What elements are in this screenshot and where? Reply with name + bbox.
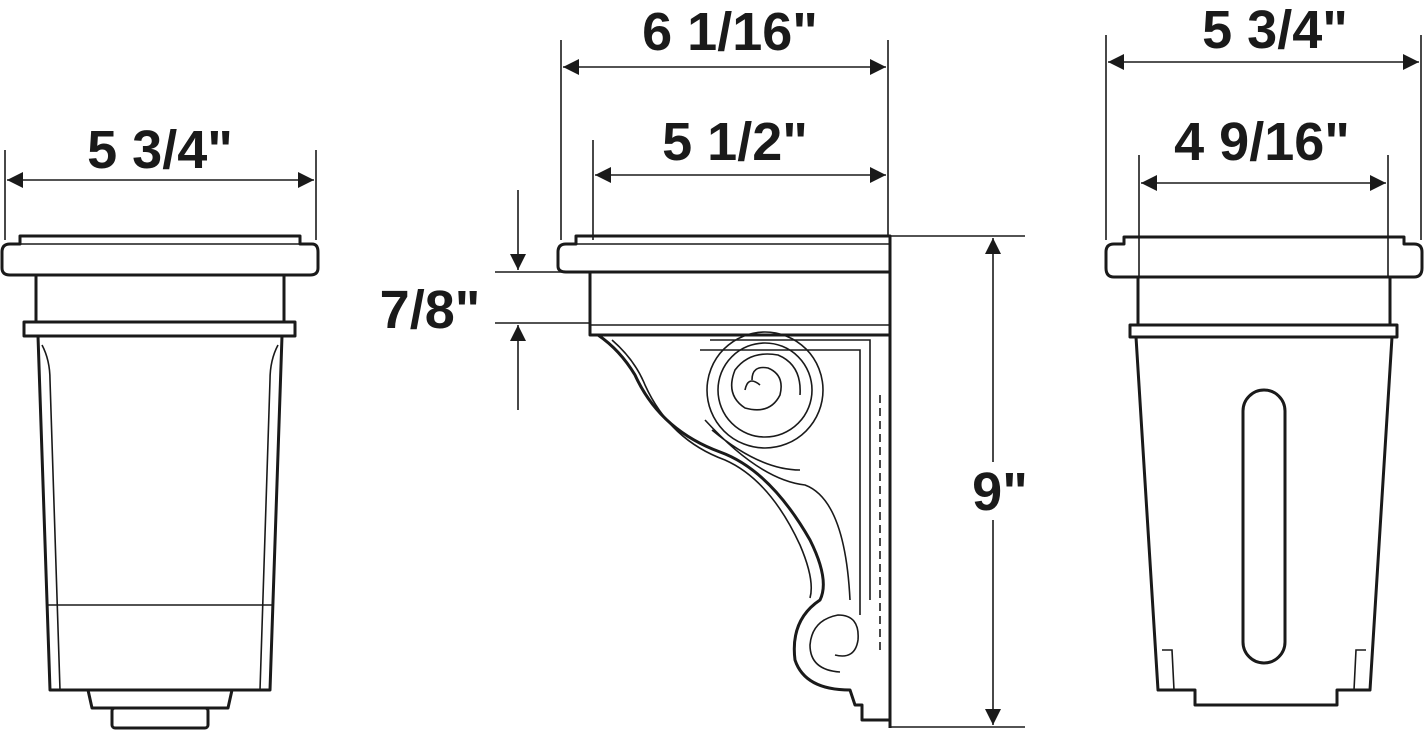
side-top-depth-dimension: 5 1/2" [592, 112, 886, 240]
side-view: 6 1/16" 5 1/2" 7/8" 9" [380, 2, 1028, 728]
side-height-dimension: 9" [880, 235, 1028, 728]
back-width-label: 5 3/4" [1202, 0, 1348, 60]
side-overall-depth-dimension: 6 1/16" [560, 2, 889, 240]
back-inner-width-label: 4 9/16" [1174, 112, 1350, 172]
back-inner-width-dimension: 4 9/16" [1138, 112, 1389, 277]
side-top-depth-label: 5 1/2" [662, 112, 808, 172]
back-view: 5 3/4" 4 9/16" [1104, 0, 1424, 707]
front-width-dimension: 5 3/4" [4, 120, 317, 240]
side-thickness-dimension: 7/8" [380, 190, 590, 410]
back-width-dimension: 5 3/4" [1105, 0, 1422, 240]
front-view: 5 3/4" [0, 120, 320, 730]
side-height-label: 9" [972, 462, 1028, 522]
side-overall-depth-label: 6 1/16" [642, 2, 818, 62]
front-width-label: 5 3/4" [87, 120, 233, 180]
side-thickness-label: 7/8" [380, 280, 481, 340]
